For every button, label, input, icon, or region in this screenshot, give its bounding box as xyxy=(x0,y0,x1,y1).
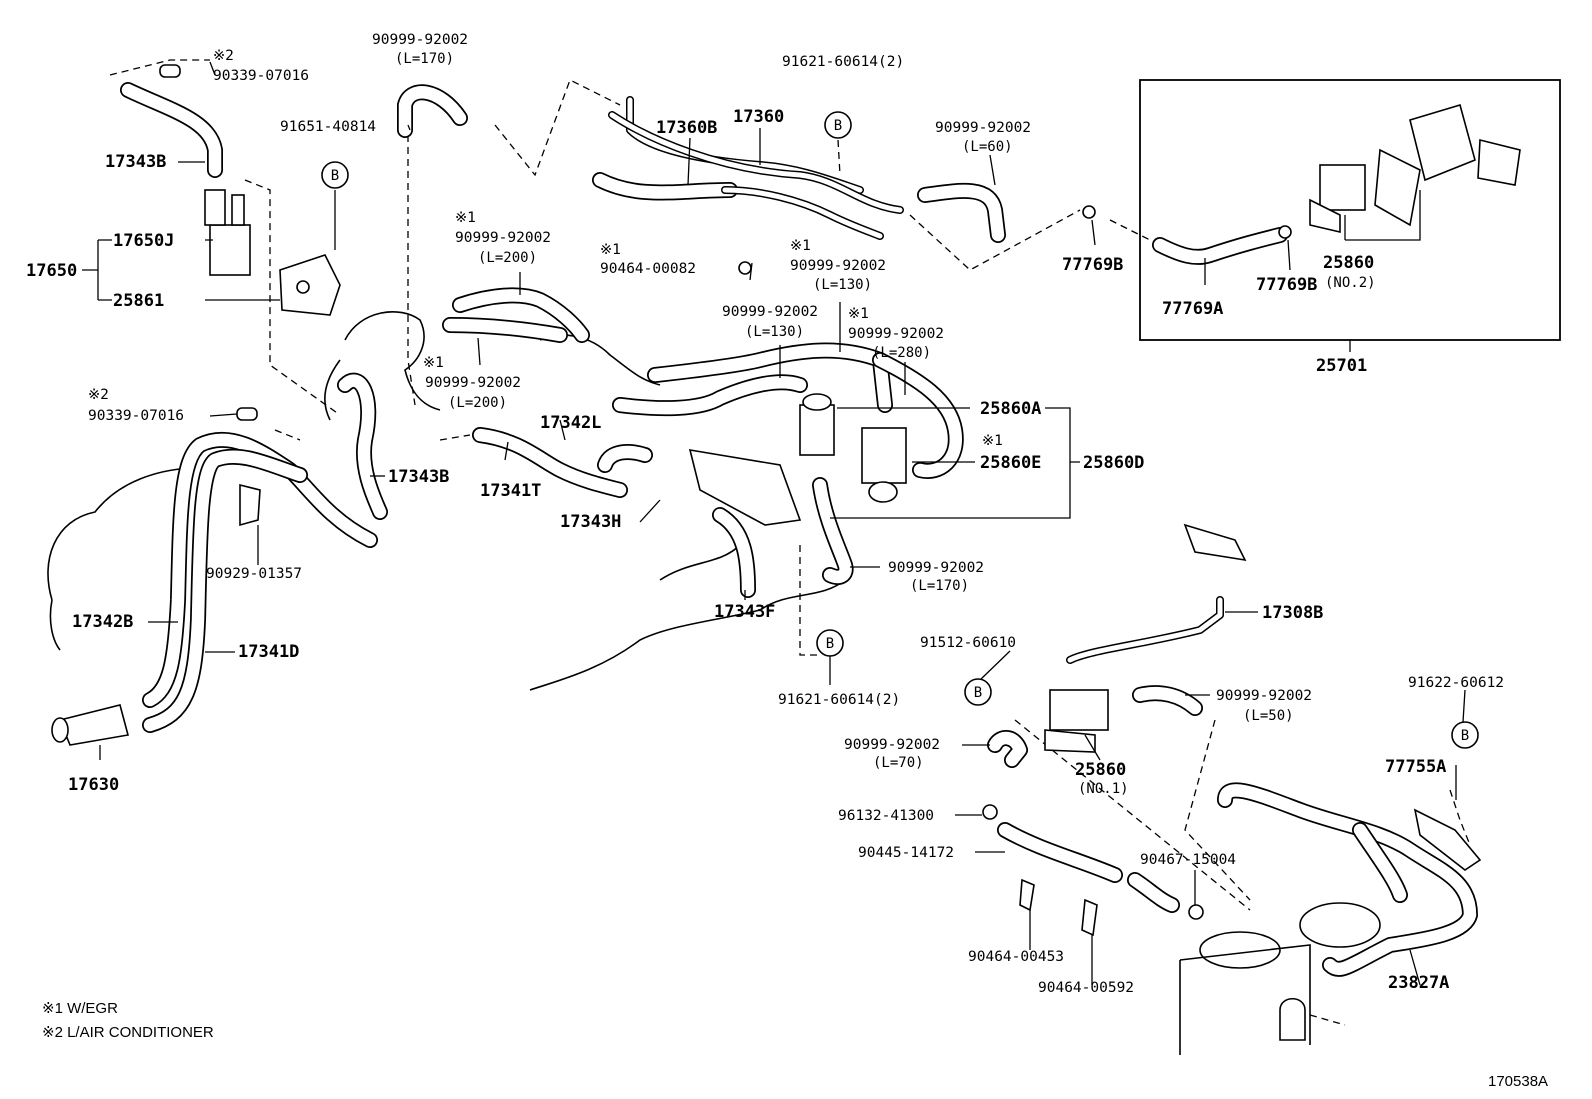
label-l30: (L=130) xyxy=(745,324,804,340)
label-l59: 90999-92002 xyxy=(844,737,940,753)
label-l34: ※1 xyxy=(423,355,444,371)
label-l45: 17341T xyxy=(480,481,541,501)
circle-b-markers: B B B B B xyxy=(321,111,1479,749)
label-l50: 17343F xyxy=(714,602,775,622)
label-l6: 91651-40814 xyxy=(280,119,376,135)
label-l2: 90339-07016 xyxy=(213,68,309,84)
components xyxy=(51,64,1561,1055)
label-l52: 17342B xyxy=(72,612,133,632)
label-l33: (L=280) xyxy=(872,345,931,361)
label-l42: 25860E xyxy=(980,453,1041,473)
part-labels: ※2 90339-07016 90999-92002 (L=170) 91621… xyxy=(26,32,1504,996)
marker-b-1: B xyxy=(331,168,339,184)
label-l63: 77755A xyxy=(1385,757,1446,777)
label-l10: (L=60) xyxy=(962,139,1013,155)
label-l18: ※1 xyxy=(600,242,621,258)
label-l56: 90999-92002 xyxy=(1216,688,1312,704)
label-l60: (L=70) xyxy=(873,755,924,771)
marker-b-2: B xyxy=(834,118,842,134)
label-l36: (L=200) xyxy=(448,395,507,411)
label-l31: ※1 xyxy=(848,306,869,322)
label-l20: ※1 xyxy=(790,238,811,254)
label-l55: 91621-60614(2) xyxy=(778,692,900,708)
label-l58: 91622-60612 xyxy=(1408,675,1504,691)
dashed-leaders xyxy=(109,59,1471,1026)
label-l62: (NO.1) xyxy=(1078,781,1129,797)
label-l9: 90999-92002 xyxy=(935,120,1031,136)
label-l49: (L=170) xyxy=(910,578,969,594)
footnotes: ※1 W/EGR ※2 L/AIR CONDITIONER 170538A xyxy=(42,1000,1548,1090)
label-l66: 90445-14172 xyxy=(858,845,954,861)
label-l25: 77769B xyxy=(1256,275,1317,295)
label-l37: ※2 xyxy=(88,387,109,403)
label-l29: 90999-92002 xyxy=(722,304,818,320)
marker-b-5: B xyxy=(1461,728,1469,744)
label-l13: 17650 xyxy=(26,261,77,281)
label-l32: 90999-92002 xyxy=(848,326,944,342)
label-l15: ※1 xyxy=(455,210,476,226)
label-l48: 90999-92002 xyxy=(888,560,984,576)
label-l19: 90464-00082 xyxy=(600,261,696,277)
label-l5: 91621-60614(2) xyxy=(782,54,904,70)
marker-b-4: B xyxy=(974,685,982,701)
label-l57: (L=50) xyxy=(1243,708,1294,724)
label-l53: 17341D xyxy=(238,642,299,662)
label-l21: 90999-92002 xyxy=(790,258,886,274)
label-l40: 25860A xyxy=(980,399,1041,419)
label-l24: 77769A xyxy=(1162,299,1223,319)
note-w-egr: ※1 W/EGR xyxy=(42,1000,118,1017)
label-l69: 90464-00592 xyxy=(1038,980,1134,996)
hoses xyxy=(120,82,1478,977)
label-l39: 17342L xyxy=(540,413,601,433)
label-l1: ※2 xyxy=(213,48,234,64)
label-l68: 90464-00453 xyxy=(968,949,1064,965)
label-l11: 17343B xyxy=(105,152,166,172)
diagram-id: 170538A xyxy=(1488,1073,1548,1090)
label-l12: 17650J xyxy=(113,231,174,251)
label-l51: 17308B xyxy=(1262,603,1323,623)
label-l14: 25861 xyxy=(113,291,164,311)
label-l54: 91512-60610 xyxy=(920,635,1016,651)
label-l61: 25860 xyxy=(1075,760,1126,780)
label-l3: 90999-92002 xyxy=(372,32,468,48)
label-l28: 25701 xyxy=(1316,356,1367,376)
label-l27: (NO.2) xyxy=(1325,275,1376,291)
marker-b-3: B xyxy=(826,636,834,652)
label-l44: 17343B xyxy=(388,467,449,487)
label-l22: (L=130) xyxy=(813,277,872,293)
label-l35: 90999-92002 xyxy=(425,375,521,391)
label-l23: 77769B xyxy=(1062,255,1123,275)
label-l17: (L=200) xyxy=(478,250,537,266)
label-l65: 96132-41300 xyxy=(838,808,934,824)
label-l67: 90467-15004 xyxy=(1140,852,1236,868)
label-l70: 23827A xyxy=(1388,973,1449,993)
label-l38: 90339-07016 xyxy=(88,408,184,424)
label-l43: 25860D xyxy=(1083,453,1144,473)
label-l8: 17360 xyxy=(733,107,784,127)
label-l64: 17630 xyxy=(68,775,119,795)
label-l26: 25860 xyxy=(1323,253,1374,273)
label-l46: 17343H xyxy=(560,512,621,532)
label-l7: 17360B xyxy=(656,118,717,138)
label-l4: (L=170) xyxy=(395,51,454,67)
label-l41: ※1 xyxy=(982,433,1003,449)
label-l47: 90929-01357 xyxy=(206,566,302,582)
leader-lines xyxy=(82,61,1466,986)
note-air-conditioner: ※2 L/AIR CONDITIONER xyxy=(42,1024,214,1041)
label-l16: 90999-92002 xyxy=(455,230,551,246)
